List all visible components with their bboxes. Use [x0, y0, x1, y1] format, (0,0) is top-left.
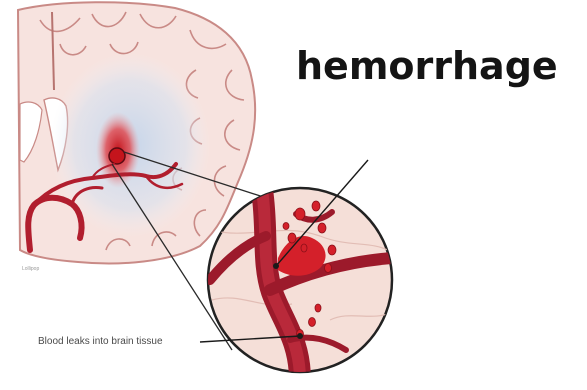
diagram-caption: Blood leaks into brain tissue	[38, 336, 163, 347]
brain-cross-section: Lollipop	[18, 2, 255, 272]
brain-credit-label: Lollipop	[22, 266, 39, 272]
diagram-title: hemorrhage	[296, 44, 558, 88]
hemorrhage-focus-circle	[109, 148, 125, 164]
magnified-view	[208, 160, 392, 380]
